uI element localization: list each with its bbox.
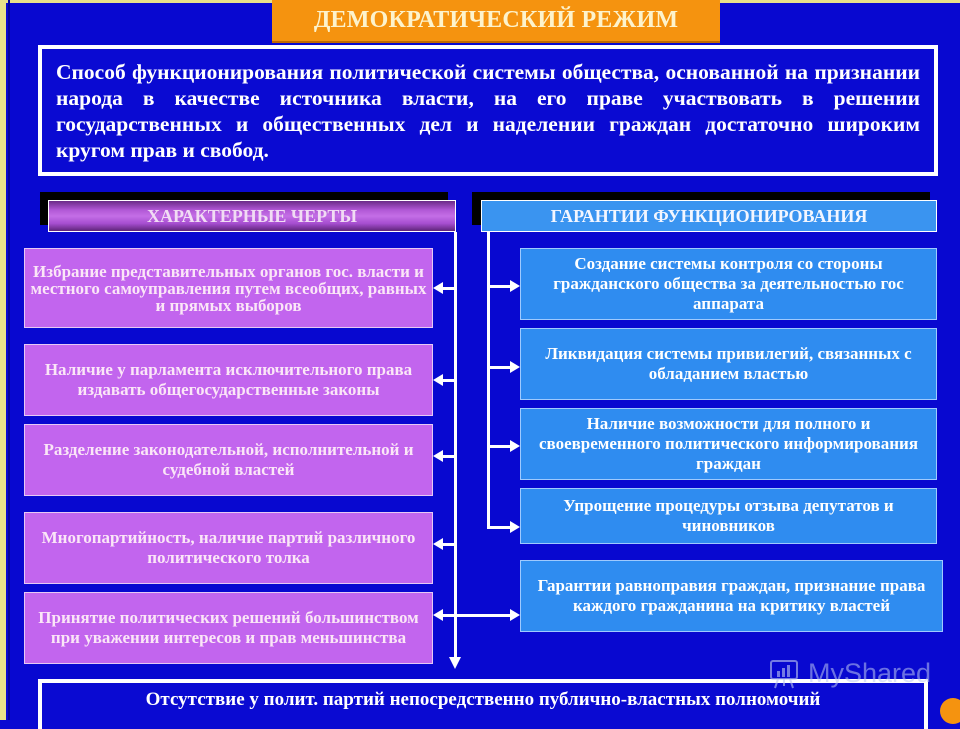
arrow-left-icon xyxy=(433,374,443,386)
guarantee-item-2: Ликвидация системы привилегий, связанных… xyxy=(520,328,937,400)
right-connector-line xyxy=(487,232,490,528)
left-column-header: ХАРАКТЕРНЫЕ ЧЕРТЫ xyxy=(48,200,456,232)
right-column-header: ГАРАНТИИ ФУНКЦИОНИРОВАНИЯ xyxy=(481,200,937,232)
orange-dot-decoration xyxy=(940,698,960,724)
watermark-text: MyShared xyxy=(808,657,932,688)
guarantee-item-4: Упрощение процедуры отзыва депутатов и ч… xyxy=(520,488,937,544)
arrow-left-icon xyxy=(433,538,443,550)
arrow-right-icon xyxy=(510,361,520,373)
feature-item-5: Принятие политических решений большинств… xyxy=(24,592,433,664)
presentation-board-icon xyxy=(770,660,798,689)
connector xyxy=(487,366,511,369)
guarantee-item-1: Создание системы контроля со стороны гра… xyxy=(520,248,937,320)
arrow-left-icon xyxy=(433,450,443,462)
arrow-left-icon xyxy=(433,282,443,294)
connector xyxy=(442,614,510,617)
connector xyxy=(487,526,511,529)
arrow-left-icon xyxy=(433,609,443,621)
feature-item-2: Наличие у парламента исключительного пра… xyxy=(24,344,433,416)
feature-item-3: Разделение законодательной, исполнительн… xyxy=(24,424,433,496)
feature-item-1: Избрание представительных органов гос. в… xyxy=(24,248,433,328)
slide-title: ДЕМОКРАТИЧЕСКИЙ РЕЖИМ xyxy=(272,0,720,41)
connector xyxy=(442,379,455,382)
feature-item-4: Многопартийность, наличие партий различн… xyxy=(24,512,433,584)
arrow-right-icon xyxy=(510,440,520,452)
connector xyxy=(442,543,455,546)
arrow-right-icon xyxy=(510,521,520,533)
down-arrow-icon xyxy=(449,657,461,669)
connector xyxy=(442,455,455,458)
left-connector-line xyxy=(454,232,457,658)
connector xyxy=(487,285,511,288)
watermark: MyShared xyxy=(768,656,931,690)
frame-inner-line xyxy=(8,0,10,720)
guarantee-item-5: Гарантии равноправия граждан, признание … xyxy=(520,560,943,632)
connector xyxy=(487,445,511,448)
arrow-right-icon xyxy=(510,280,520,292)
guarantee-item-3: Наличие возможности для полного и своевр… xyxy=(520,408,937,480)
definition-box: Способ функционирования политической сис… xyxy=(38,45,938,176)
arrow-right-icon xyxy=(510,609,520,621)
connector xyxy=(442,287,455,290)
